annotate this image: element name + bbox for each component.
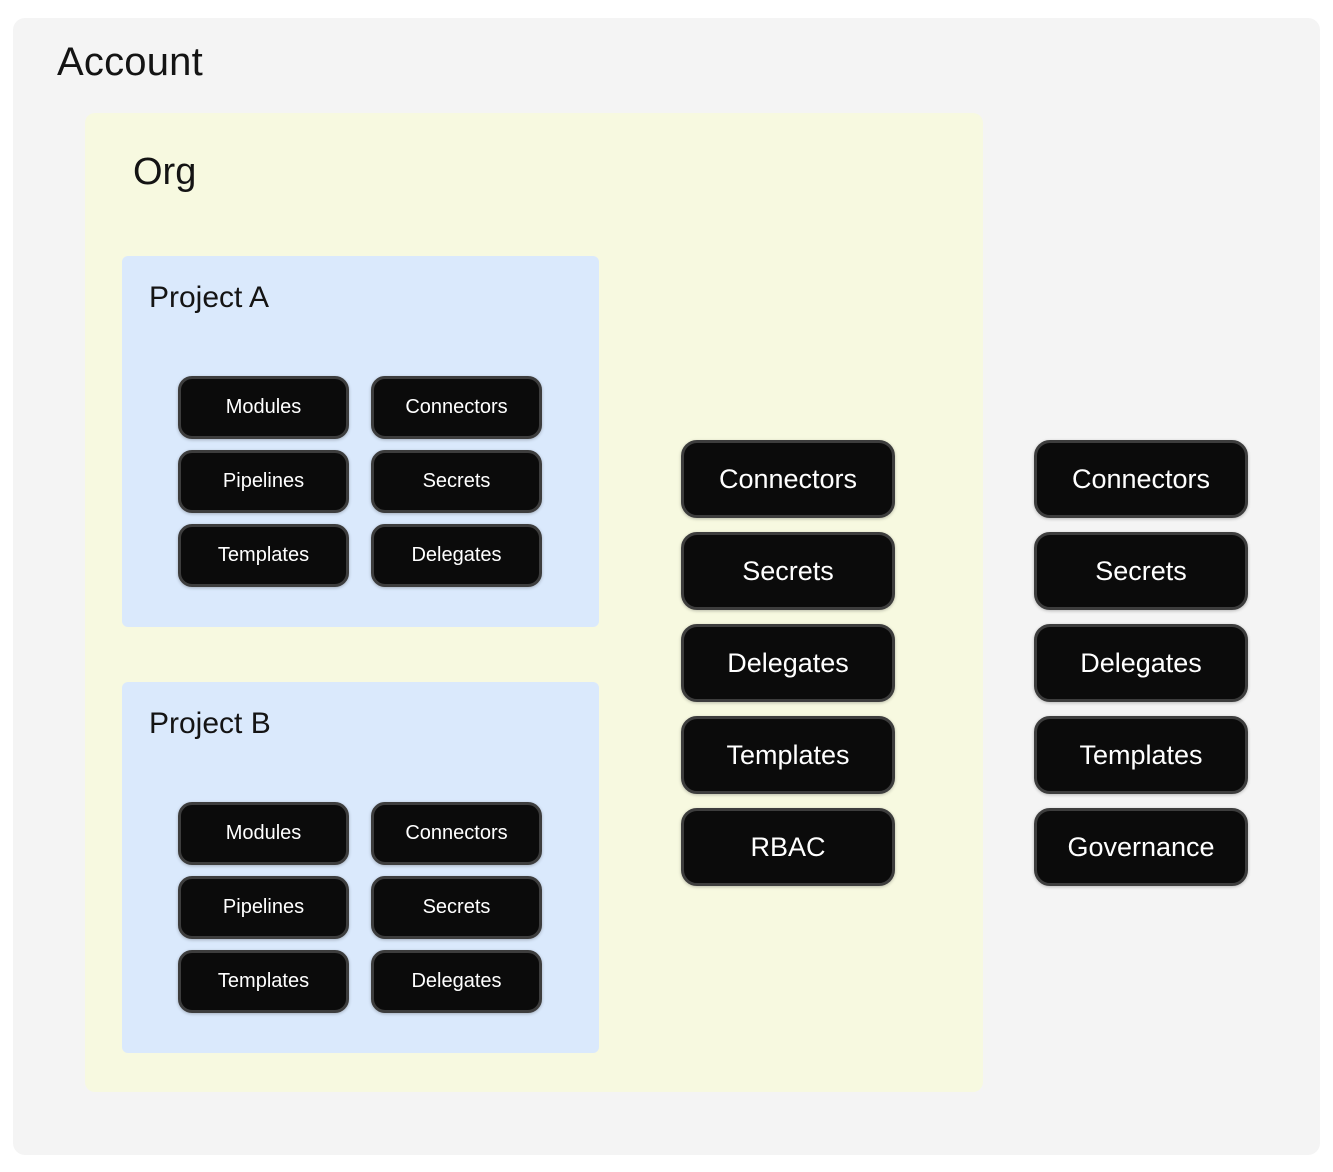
project-a-title: Project A	[149, 281, 270, 314]
org-resource-connectors: Connectors	[681, 440, 895, 518]
project-a-resources: Modules Connectors Pipelines Secrets Tem…	[178, 376, 542, 587]
project-b-resource-delegates: Delegates	[371, 950, 542, 1013]
project-b-resources: Modules Connectors Pipelines Secrets Tem…	[178, 802, 542, 1013]
project-b-title: Project B	[149, 707, 271, 740]
org-title: Org	[133, 151, 197, 193]
project-a-panel: Project A Modules Connectors Pipelines S…	[122, 256, 599, 627]
account-resource-secrets: Secrets	[1034, 532, 1248, 610]
org-resources: Connectors Secrets Delegates Templates R…	[681, 440, 895, 886]
project-a-resource-templates: Templates	[178, 524, 349, 587]
org-resource-templates: Templates	[681, 716, 895, 794]
project-b-resource-connectors: Connectors	[371, 802, 542, 865]
org-resource-secrets: Secrets	[681, 532, 895, 610]
org-resource-rbac: RBAC	[681, 808, 895, 886]
project-a-resource-modules: Modules	[178, 376, 349, 439]
account-resource-connectors: Connectors	[1034, 440, 1248, 518]
project-b-panel: Project B Modules Connectors Pipelines S…	[122, 682, 599, 1053]
project-b-resource-modules: Modules	[178, 802, 349, 865]
project-a-resource-delegates: Delegates	[371, 524, 542, 587]
project-a-resource-connectors: Connectors	[371, 376, 542, 439]
account-panel: Account Org Project A Modules Connectors…	[13, 18, 1320, 1155]
account-resource-delegates: Delegates	[1034, 624, 1248, 702]
org-panel: Org Project A Modules Connectors Pipelin…	[85, 113, 983, 1092]
project-a-resource-secrets: Secrets	[371, 450, 542, 513]
project-b-resource-templates: Templates	[178, 950, 349, 1013]
project-a-resource-pipelines: Pipelines	[178, 450, 349, 513]
org-resource-delegates: Delegates	[681, 624, 895, 702]
account-title: Account	[57, 40, 203, 84]
account-resource-templates: Templates	[1034, 716, 1248, 794]
account-resource-governance: Governance	[1034, 808, 1248, 886]
project-b-resource-secrets: Secrets	[371, 876, 542, 939]
project-b-resource-pipelines: Pipelines	[178, 876, 349, 939]
account-resources: Connectors Secrets Delegates Templates G…	[1034, 440, 1248, 886]
